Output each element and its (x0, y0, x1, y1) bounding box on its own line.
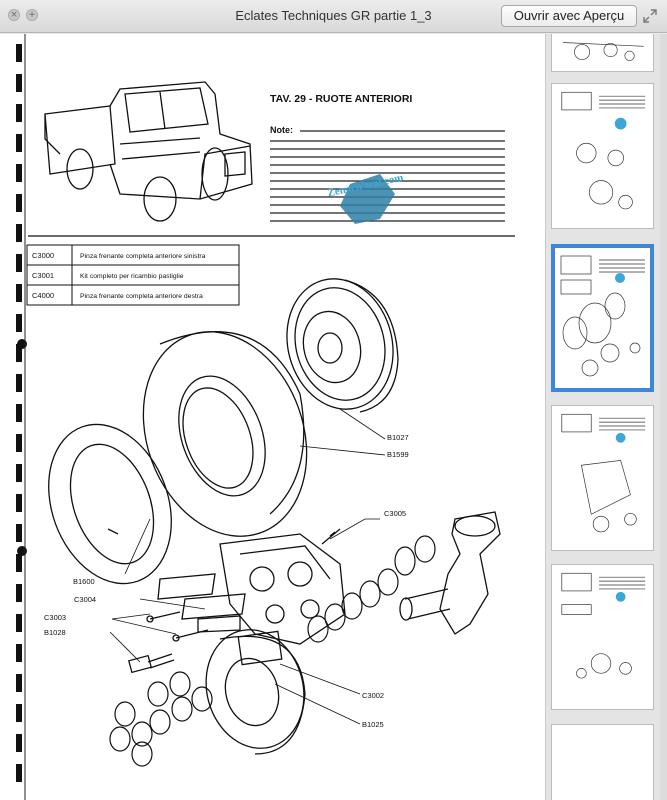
page-thumbnail-1[interactable] (551, 34, 654, 72)
watermark-logo: Zenoch’wal.com (326, 172, 404, 224)
callout-c3003: C3003 (44, 613, 66, 622)
document-page[interactable]: TAV. 29 - RUOTE ANTERIORI Note: Zenoch’w… (0, 34, 546, 800)
part-desc-1: Kit completo per ricambio pastiglie (80, 273, 184, 280)
zoom-plus-icon[interactable]: + (26, 9, 38, 21)
page-thumbnail-2[interactable] (551, 83, 654, 229)
part-desc-2: Pinza frenante completa anteriore destra (80, 293, 203, 300)
part-code-1: C3001 (32, 271, 54, 280)
exploded-view-drawing: TAV. 29 - RUOTE ANTERIORI Note: Zenoch’w… (16, 34, 515, 800)
callout-b1599: B1599 (387, 450, 409, 459)
open-with-preview-button[interactable]: Ouvrir avec Aperçu (501, 5, 637, 27)
callout-b1025: B1025 (362, 720, 384, 729)
brake-caliper (219, 528, 346, 645)
thumbnail-sidebar (546, 34, 667, 800)
tyre (142, 331, 308, 537)
truck-illustration (44, 81, 253, 222)
page-thumbnail-5[interactable] (551, 564, 654, 710)
page-thumbnail-4[interactable] (551, 405, 654, 551)
page-thumbnail-3-selected[interactable] (551, 244, 654, 392)
parts-table: C3000 Pinza frenante completa anteriore … (26, 244, 240, 306)
title-bar: × + Eclates Techniques GR partie 1_3 Ouv… (0, 0, 667, 33)
plate-title: TAV. 29 - RUOTE ANTERIORI (270, 93, 412, 105)
callout-c3005: C3005 (384, 509, 406, 518)
note-label: Note: (270, 125, 293, 135)
callout-c3004: C3004 (74, 595, 96, 604)
inner-tube (48, 423, 172, 585)
seal-rings (109, 535, 436, 767)
steering-knuckle (399, 511, 501, 635)
callout-b1028: B1028 (44, 628, 66, 637)
part-code-2: C4000 (32, 291, 54, 300)
page-thumbnail-6[interactable] (551, 724, 654, 800)
callout-leaders (109, 408, 386, 725)
callout-b1600: B1600 (73, 577, 95, 586)
brake-disc (205, 629, 306, 755)
guide-pins (146, 611, 209, 642)
sidebar-scrollbar[interactable] (660, 34, 667, 800)
bolt (127, 653, 175, 674)
callout-b1027: B1027 (387, 433, 409, 442)
fullscreen-icon[interactable] (643, 9, 657, 23)
part-desc-0: Pinza frenante completa anteriore sinist… (80, 253, 206, 260)
callout-c3002: C3002 (362, 691, 384, 700)
part-code-0: C3000 (32, 251, 54, 260)
brake-pads (157, 573, 246, 633)
close-icon[interactable]: × (8, 9, 20, 21)
wheel-rim (286, 278, 399, 413)
